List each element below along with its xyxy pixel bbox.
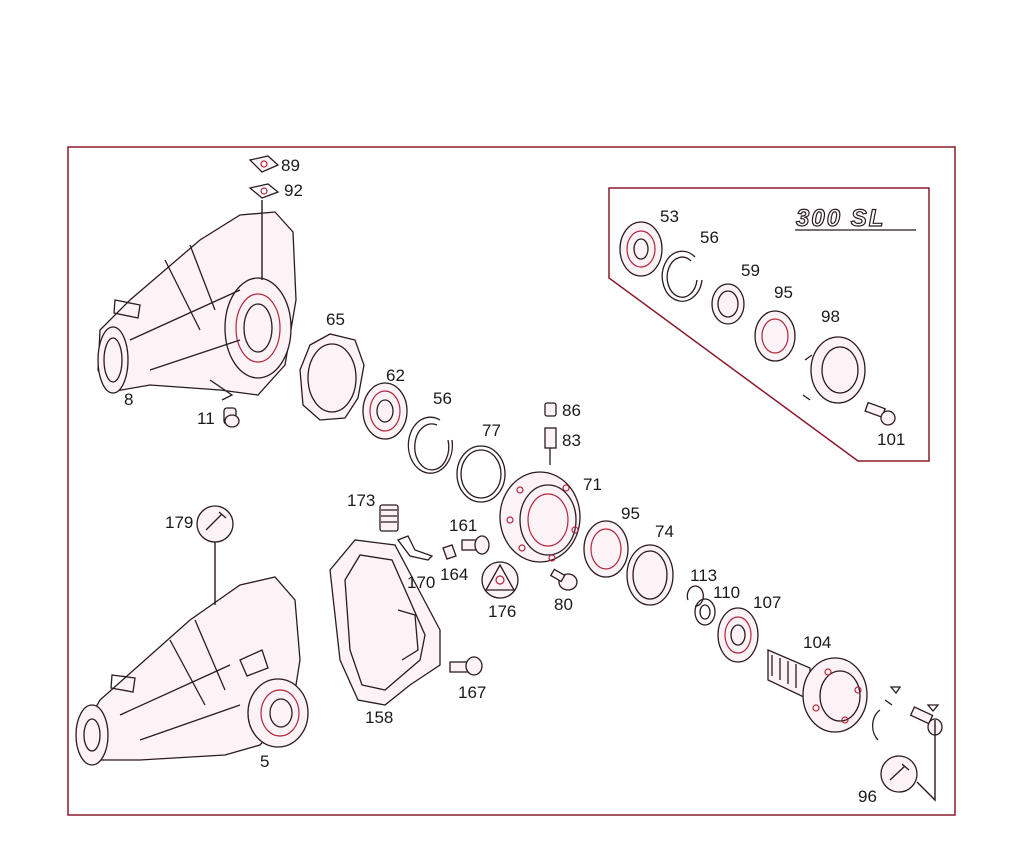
part-164-clip [442,544,457,560]
label-176: 176 [488,602,516,621]
label-8: 8 [124,390,133,409]
label-11: 11 [197,409,215,428]
label-83: 83 [562,431,581,450]
part-74-seal [626,544,674,606]
label-164: 164 [440,565,468,584]
part-80-bolt [549,568,578,591]
model-badge: 300 SL [796,205,885,232]
part-89-plate [248,155,280,173]
label-56: 56 [433,389,452,408]
inset-part-95-seal [754,310,796,362]
part-71-housing [499,471,581,563]
label-56-inset: 56 [700,228,719,247]
label-80: 80 [554,595,573,614]
leader-96 [916,720,936,802]
label-107: 107 [753,593,781,612]
label-179: 179 [165,513,193,532]
inset-panel-frame [608,187,930,462]
part-86-cap [544,402,557,417]
label-92: 92 [284,181,303,200]
part-158-cover [329,539,441,706]
label-113: 113 [690,566,717,585]
part-113-circlip [686,585,704,607]
label-59: 59 [741,261,760,280]
wrench-icon-179 [196,505,234,543]
inset-part-98-housing [802,336,866,404]
part-161-bolt [461,535,490,555]
inset-part-101-bolt [864,401,896,426]
part-83-breather [544,427,557,465]
part-110-washer [694,598,716,626]
label-158: 158 [365,708,393,727]
wrench-icon-96 [880,755,918,793]
label-96: 96 [858,787,877,806]
part-96-retainer-icon [889,686,940,713]
part-170-bracket [396,535,434,561]
label-5: 5 [260,752,269,771]
part-107-bearing [717,607,759,663]
part-62-bearing [362,382,408,440]
label-53: 53 [660,207,679,226]
part-176-plate [481,561,519,599]
label-170: 170 [407,573,435,592]
part-65-gasket [299,333,365,421]
label-161: 161 [449,516,477,535]
part-92-gasket [248,183,280,199]
part-77-ring [456,445,506,503]
part-96-lockplate [871,699,893,741]
label-89: 89 [281,156,300,175]
label-95-inset: 95 [774,283,793,302]
label-74: 74 [655,522,674,541]
label-101: 101 [877,430,905,449]
part-104-flange [767,649,868,733]
part-95-seal [583,520,629,578]
part-96-bolt [909,706,943,736]
part-labels: 89 92 65 62 56 77 86 83 71 8 11 173 161 … [124,156,905,806]
label-77: 77 [482,421,501,440]
label-86: 86 [562,401,581,420]
part-167-bolt [449,656,483,676]
lower-housing-assembly [75,576,309,766]
label-95: 95 [621,504,640,523]
upper-housing-assembly [97,211,297,401]
inset-part-53-bearing [619,221,663,277]
label-104: 104 [803,633,831,652]
part-11-plug [223,407,240,428]
label-62: 62 [386,366,405,385]
label-71: 71 [583,475,602,494]
part-56-snap-ring [407,416,454,474]
part-173-screw [379,504,399,532]
inset-part-59-ring [711,283,745,325]
label-110: 110 [713,583,740,602]
label-173: 173 [347,491,375,510]
outer-frame [67,146,956,816]
inset-part-56-snap-ring [661,250,703,302]
label-65: 65 [326,310,345,329]
label-167: 167 [458,683,486,702]
label-98: 98 [821,307,840,326]
